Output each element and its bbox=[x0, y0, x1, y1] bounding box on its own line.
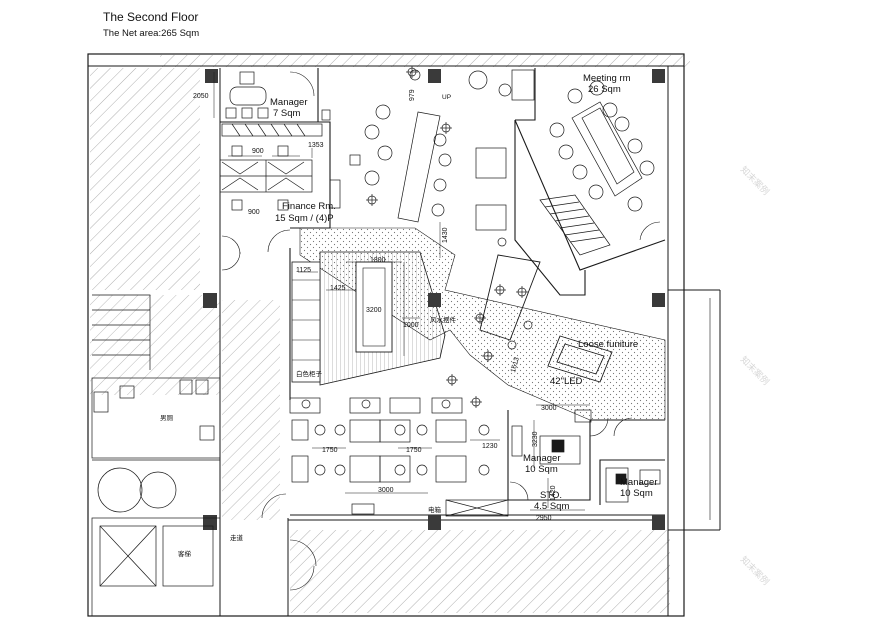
finance-area: 15 Sqm / (4)P bbox=[275, 213, 334, 224]
manager-right-name: Manager bbox=[620, 477, 658, 488]
finance-name: Finance Rm. bbox=[282, 201, 336, 212]
dim-3200: 3200 bbox=[366, 307, 382, 314]
dimension-lines bbox=[213, 72, 590, 511]
up-label: UP bbox=[442, 94, 451, 101]
manager-desks bbox=[511, 409, 661, 503]
dim-1230: 1230 bbox=[482, 443, 498, 450]
dim-2050: 2050 bbox=[193, 93, 209, 100]
dim-1353: 1353 bbox=[308, 142, 324, 149]
manager-mid-name: Manager bbox=[523, 453, 561, 464]
manager-right-area: 10 Sqm bbox=[620, 488, 653, 499]
water-bar-label: 风水摆件 bbox=[430, 315, 457, 324]
dim-900-top: 900 bbox=[252, 148, 264, 155]
room-labels: Manager 7 Sqm Meeting rm 26 Sqm Finance … bbox=[270, 73, 658, 512]
dim-1750-right: 1750 bbox=[406, 447, 422, 454]
white-cabinet-label: 白色柜子 bbox=[296, 369, 323, 378]
finance-desks bbox=[219, 145, 341, 211]
dim-1000: 1000 bbox=[403, 322, 419, 329]
staircase bbox=[539, 194, 611, 256]
doors bbox=[221, 71, 661, 591]
dim-1750-left: 1750 bbox=[322, 447, 338, 454]
meeting-area: 26 Sqm bbox=[588, 84, 621, 95]
dimension-labels: 2050 979 1353 900 900 1125 1800 1425 320… bbox=[193, 89, 557, 522]
dim-3000-mid: 3000 bbox=[541, 405, 557, 412]
dim-1800: 1800 bbox=[370, 257, 386, 264]
manager-top-area: 7 Sqm bbox=[273, 108, 301, 119]
loose-furniture-label: Loose funiture bbox=[578, 339, 638, 350]
storage-name: STO. bbox=[540, 490, 562, 501]
columns bbox=[203, 69, 665, 530]
service-core bbox=[91, 294, 221, 617]
dim-2950: 2950 bbox=[536, 515, 552, 522]
watermark-3: 知末案例 bbox=[739, 554, 772, 587]
storage-area: 4.5 Sqm bbox=[534, 501, 569, 512]
dim-1420: 1420 bbox=[550, 485, 557, 501]
restroom-label: 男厕 bbox=[160, 414, 174, 422]
cn-labels: 风水摆件 白色柜子 电箱 走道 男厕 客梯 UP bbox=[160, 94, 457, 558]
led-label: 42"LED bbox=[550, 376, 583, 387]
dim-979: 979 bbox=[409, 89, 416, 101]
manager-top-furniture bbox=[221, 71, 331, 137]
plan-subtitle: The Net area:265 Sqm bbox=[103, 28, 200, 39]
loose-sofa bbox=[479, 254, 613, 383]
corridor-label: 走道 bbox=[230, 533, 244, 542]
light-symbols bbox=[301, 66, 533, 409]
plan-title: The Second Floor bbox=[103, 10, 199, 24]
dim-1430: 1430 bbox=[442, 227, 449, 243]
elevator-label: 客梯 bbox=[178, 549, 192, 558]
watermarks: 知末案例 知末案例 知末案例 bbox=[739, 164, 772, 587]
dim-3230: 3230 bbox=[532, 431, 539, 447]
manager-mid-area: 10 Sqm bbox=[525, 464, 558, 475]
meeting-table bbox=[549, 80, 655, 212]
watermark-1: 知末案例 bbox=[739, 164, 772, 197]
lounge-bar bbox=[349, 69, 535, 231]
dim-1125: 1125 bbox=[296, 267, 311, 274]
dim-1613: 1613 bbox=[510, 356, 521, 373]
electric-box-label: 电箱 bbox=[428, 505, 442, 514]
central-feature bbox=[291, 251, 446, 386]
dim-1425: 1425 bbox=[330, 285, 346, 292]
office-desks bbox=[289, 397, 509, 517]
dim-900-bottom: 900 bbox=[248, 209, 260, 216]
dim-3000-bottom: 3000 bbox=[378, 487, 394, 494]
meeting-name: Meeting rm bbox=[583, 73, 631, 84]
watermark-2: 知末案例 bbox=[739, 354, 772, 387]
manager-top-name: Manager bbox=[270, 97, 308, 108]
